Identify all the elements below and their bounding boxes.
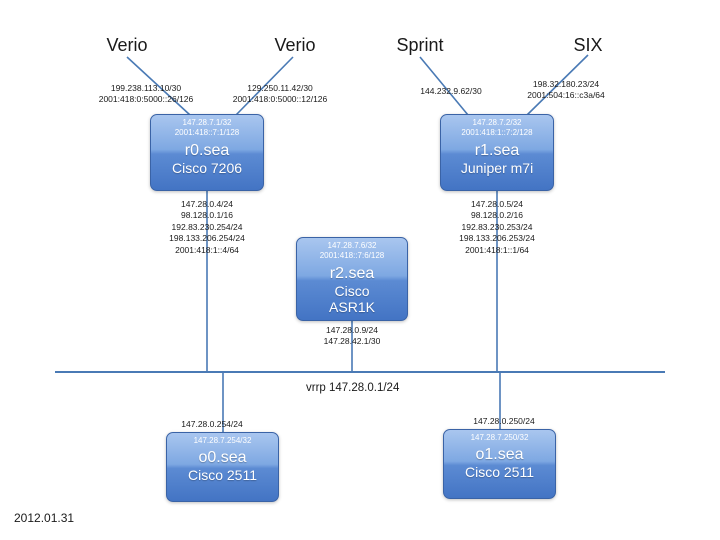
o0-lan-address: 147.28.0.254/24 [181, 419, 243, 429]
address-line: 2001:418:1::1/64 [465, 244, 529, 255]
router-name: r1.sea [474, 141, 520, 159]
router-r2-box: 147.28.7.6/32 2001:418::7:6/128 r2.sea C… [296, 237, 408, 321]
r1-interface-list: 147.28.0.5/24 98.128.0.2/16 192.83.230.2… [459, 199, 535, 256]
uplink-label-sprint: Sprint [396, 35, 444, 55]
router-r0-box: 147.28.7.1/32 2001:418::7:1/128 r0.sea C… [150, 114, 264, 191]
router-name: r0.sea [184, 141, 230, 159]
console-name: o1.sea [475, 446, 524, 464]
loopback-address: 2001:418::7:1/128 [174, 128, 240, 138]
address-line: 192.83.230.253/24 [461, 221, 533, 232]
uplink-addrs-six: 198.32.180.23/24 2001:504:16::c3a/64 [527, 79, 605, 101]
uplink-label-verio-2: Verio [274, 35, 316, 55]
vrrp-label: vrrp 147.28.0.1/24 [306, 382, 400, 394]
router-model: Cisco 7206 [171, 159, 243, 176]
address-line: 198.32.180.23/24 [532, 79, 600, 89]
uplink-addrs-verio-2: 129.250.11.42/30 2001:418:0:5000::12/126 [233, 83, 328, 105]
loopback-address: 2001:418::7:6/128 [319, 251, 385, 261]
address-line: 198.133.206.254/24 [169, 233, 245, 244]
loopback-address: 147.28.7.254/32 [193, 436, 252, 445]
address-line: 147.28.42.1/30 [323, 336, 381, 347]
address-line: 2001:418:0:5000::26/126 [98, 94, 194, 105]
r0-interface-list: 147.28.0.4/24 98.128.0.1/16 192.83.230.2… [169, 199, 245, 256]
loopback-address: 147.28.7.6/32 [327, 241, 377, 250]
address-line: 198.133.206.253/24 [459, 233, 535, 244]
loopback-address: 2001:418:1::7:2/128 [461, 128, 533, 138]
console-o1-box: 147.28.7.250/32 o1.sea Cisco 2511 [443, 429, 556, 499]
router-name: r2.sea [329, 264, 375, 282]
address-line: 199.238.113.10/30 [110, 83, 182, 93]
address-line: 129.250.11.42/30 [247, 83, 313, 93]
uplink-addrs-sprint: 144.232.9.62/30 [420, 86, 481, 97]
router-model: ASR1K [329, 298, 375, 315]
router-model: Juniper m7i [460, 159, 534, 176]
address-line: 2001:418:1::4/64 [175, 244, 239, 255]
r2-interface-list: 147.28.0.9/24 147.28.42.1/30 [324, 325, 381, 348]
console-model: Cisco 2511 [464, 464, 534, 481]
console-name: o0.sea [198, 449, 247, 467]
address-line: 2001:418:0:5000::12/126 [232, 94, 328, 105]
router-model: Cisco [334, 282, 370, 299]
address-line: 147.28.0.9/24 [325, 325, 378, 335]
loopback-address: 147.28.7.1/32 [182, 118, 232, 127]
loopback-address: 147.28.7.2/32 [472, 118, 522, 127]
address-line: 147.28.0.5/24 [470, 199, 523, 209]
console-o0-box: 147.28.7.254/32 o0.sea Cisco 2511 [166, 432, 279, 502]
link-verio2-r0 [235, 56, 294, 116]
link-verio1-r0 [126, 56, 191, 116]
router-r1-box: 147.28.7.2/32 2001:418:1::7:2/128 r1.sea… [440, 114, 554, 191]
address-line: 98.128.0.1/16 [180, 210, 233, 221]
address-line: 147.28.0.4/24 [180, 199, 233, 209]
o1-lan-address: 147.28.0.250/24 [473, 416, 535, 426]
address-line: 192.83.230.254/24 [171, 221, 243, 232]
console-model: Cisco 2511 [187, 467, 257, 484]
address-line: 98.128.0.2/16 [470, 210, 523, 221]
uplink-addrs-verio-1: 199.238.113.10/30 2001:418:0:5000::26/12… [99, 83, 194, 105]
link-sprint-r1 [419, 56, 469, 116]
uplink-label-verio-1: Verio [106, 35, 148, 55]
address-line: 2001:504:16::c3a/64 [527, 90, 605, 101]
address-line: 144.232.9.62/30 [420, 86, 482, 96]
link-six-r1 [526, 54, 589, 116]
loopback-address: 147.28.7.250/32 [470, 433, 529, 442]
slide-date: 2012.01.31 [14, 511, 75, 525]
uplink-label-six: SIX [573, 35, 603, 55]
